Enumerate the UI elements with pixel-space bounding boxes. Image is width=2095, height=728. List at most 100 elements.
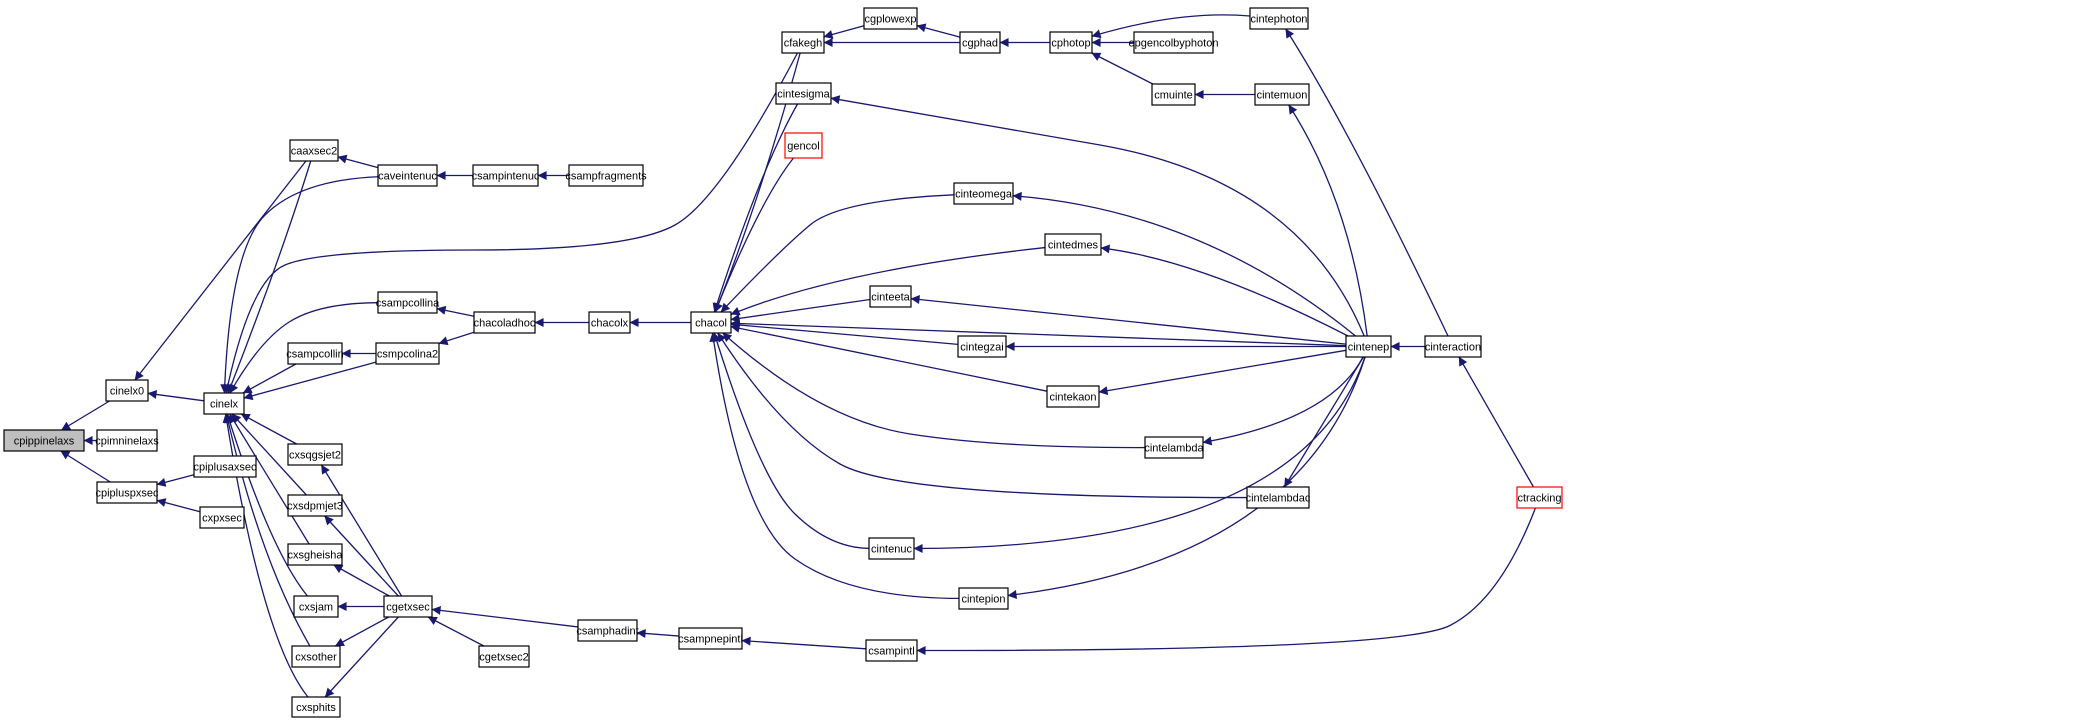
node-cinteomega[interactable]: cinteomega (953, 182, 1014, 205)
node-cgphad[interactable]: cgphad (959, 31, 1001, 54)
node-box[interactable] (193, 455, 257, 478)
node-cgetxsec2[interactable]: cgetxsec2 (478, 645, 530, 668)
node-box[interactable] (287, 543, 343, 566)
node-box[interactable] (377, 291, 438, 314)
node-box[interactable] (105, 379, 149, 402)
node-csampnepintl[interactable]: csampnepintl (678, 627, 743, 650)
node-cintemuon[interactable]: cintemuon (1254, 83, 1310, 106)
node-csampintenuc[interactable]: csampintenuc (472, 164, 540, 187)
node-box[interactable] (1246, 486, 1310, 509)
node-box[interactable] (287, 494, 343, 517)
node-cinelx[interactable]: cinelx (203, 392, 245, 415)
node-cpiplusaxsec[interactable]: cpiplusaxsec (193, 455, 257, 478)
node-csampcollin[interactable]: csampcollin (286, 342, 344, 365)
node-box[interactable] (958, 587, 1009, 610)
node-box[interactable] (781, 31, 825, 54)
node-cfakegh[interactable]: cfakegh (781, 31, 825, 54)
node-box[interactable] (577, 619, 638, 642)
node-box[interactable] (775, 82, 832, 105)
node-box[interactable] (96, 481, 158, 504)
node-box[interactable] (1249, 7, 1309, 30)
node-box[interactable] (1046, 385, 1100, 408)
node-box[interactable] (383, 595, 433, 618)
node-cpimninelaxs[interactable]: cpimninelaxs (95, 429, 159, 452)
node-box[interactable] (678, 627, 743, 650)
node-box[interactable] (1151, 83, 1196, 106)
node-cpipluspxsec[interactable]: cpipluspxsec (96, 481, 159, 504)
node-box[interactable] (287, 342, 343, 365)
node-box[interactable] (1133, 31, 1214, 54)
node-box[interactable] (959, 31, 1001, 54)
node-caveintenuc[interactable]: caveintenuc (377, 164, 438, 187)
node-box[interactable] (293, 595, 339, 618)
node-box[interactable] (377, 164, 438, 187)
node-csampcollina[interactable]: csampcollina (376, 291, 440, 314)
node-cintephoton[interactable]: cintephoton (1249, 7, 1309, 30)
node-cphotop[interactable]: cphotop (1049, 31, 1093, 54)
node-box[interactable] (1144, 436, 1204, 459)
node-cintesigma[interactable]: cintesigma (775, 82, 832, 105)
node-box[interactable] (472, 164, 539, 187)
node-box[interactable] (953, 182, 1014, 205)
node-cxsdpmjet3[interactable]: cxsdpmjet3 (287, 494, 343, 517)
node-box[interactable] (1424, 335, 1482, 358)
node-cintenuc[interactable]: cintenuc (868, 537, 915, 560)
node-ctracking[interactable]: ctracking (1516, 486, 1563, 509)
node-box[interactable] (1345, 335, 1392, 358)
node-box[interactable] (588, 311, 631, 334)
node-cxsgheisha[interactable]: cxsgheisha (287, 543, 343, 566)
node-box[interactable] (957, 335, 1007, 358)
node-box[interactable] (203, 392, 245, 415)
node-csampfragments[interactable]: csampfragments (565, 164, 647, 187)
node-box[interactable] (473, 311, 536, 334)
node-cgetxsec[interactable]: cgetxsec (383, 595, 433, 618)
node-box[interactable] (865, 639, 918, 662)
node-box[interactable] (287, 443, 343, 466)
node-cintegzai[interactable]: cintegzai (957, 335, 1007, 358)
node-box[interactable] (568, 164, 644, 187)
node-box[interactable] (96, 429, 158, 452)
node-cxpxsec[interactable]: cxpxsec (199, 506, 245, 529)
node-cintelambdac[interactable]: cintelambdac (1246, 486, 1311, 509)
node-box[interactable] (863, 7, 918, 30)
node-box[interactable] (199, 506, 245, 529)
node-cintekaon[interactable]: cintekaon (1046, 385, 1100, 408)
node-epgencolbyphoton[interactable]: epgencolbyphoton (1129, 31, 1219, 54)
node-cintepion[interactable]: cintepion (958, 587, 1009, 610)
node-csmpcolina2[interactable]: csmpcolina2 (375, 342, 440, 365)
node-box[interactable] (1516, 486, 1563, 509)
node-cgplowexp[interactable]: cgplowexp (863, 7, 918, 30)
node-box[interactable] (375, 342, 440, 365)
node-csamphadint[interactable]: csamphadint (576, 619, 639, 642)
node-csampintl[interactable]: csampintl (865, 639, 918, 662)
node-cintedmes[interactable]: cintedmes (1044, 233, 1102, 256)
node-cinteeta[interactable]: cinteeta (869, 285, 912, 308)
node-chacoladhoc[interactable]: chacoladhoc (473, 311, 536, 334)
node-box[interactable] (784, 132, 823, 159)
node-box[interactable] (1254, 83, 1310, 106)
node-cintelambda[interactable]: cintelambda (1144, 436, 1205, 459)
node-cxsphits[interactable]: cxsphits (291, 696, 341, 718)
node-cmuinte[interactable]: cmuinte (1151, 83, 1196, 106)
node-cpippinelaxs[interactable]: cpippinelaxs (3, 429, 85, 452)
node-gencol[interactable]: gencol (784, 132, 823, 159)
node-box[interactable] (1044, 233, 1102, 256)
node-chacolx[interactable]: chacolx (588, 311, 631, 334)
node-box[interactable] (291, 645, 341, 668)
node-box[interactable] (869, 285, 912, 308)
node-box[interactable] (478, 645, 530, 668)
node-box[interactable] (3, 429, 85, 452)
node-box[interactable] (1049, 31, 1093, 54)
node-box[interactable] (291, 696, 341, 718)
node-cxsqgsjet2[interactable]: cxsqgsjet2 (287, 443, 343, 466)
node-caaxsec2[interactable]: caaxsec2 (289, 139, 339, 162)
node-cinelx0[interactable]: cinelx0 (105, 379, 149, 402)
node-box[interactable] (868, 537, 915, 560)
node-cintenep[interactable]: cintenep (1345, 335, 1392, 358)
node-box[interactable] (690, 311, 732, 334)
node-cinteraction[interactable]: cinteraction (1424, 335, 1482, 358)
node-chacol[interactable]: chacol (690, 311, 732, 334)
node-box[interactable] (289, 139, 339, 162)
node-cxsother[interactable]: cxsother (291, 645, 341, 668)
node-cxsjam[interactable]: cxsjam (293, 595, 339, 618)
